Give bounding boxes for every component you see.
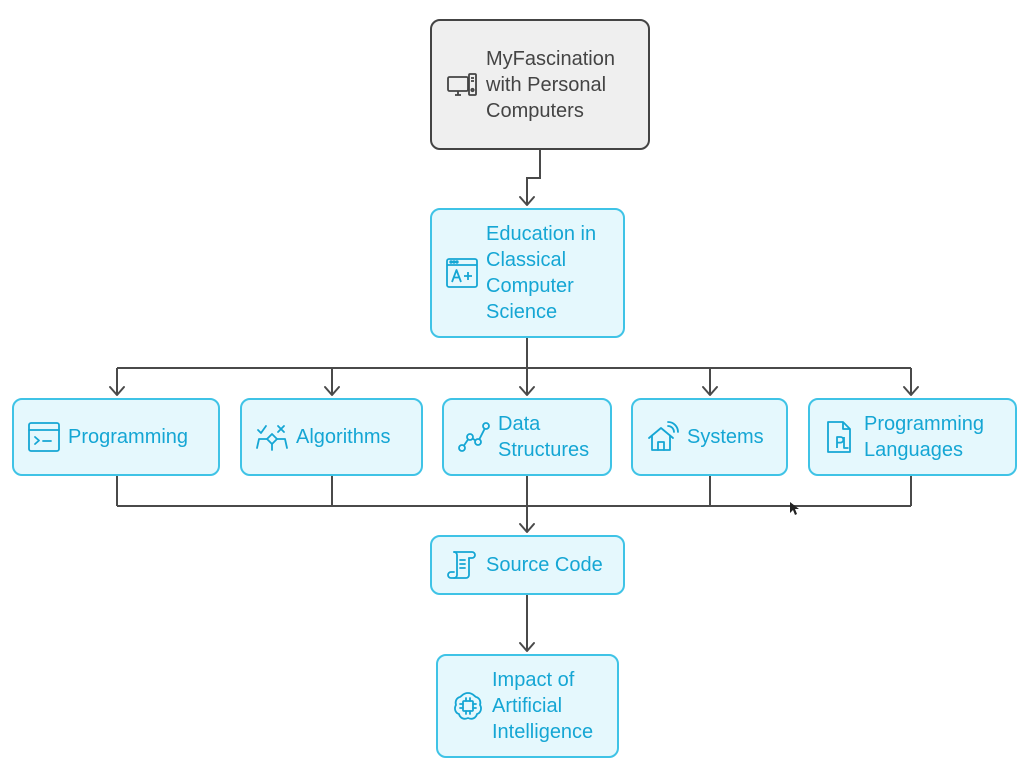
node-education-cs[interactable]: Education in Classical Computer Science bbox=[430, 208, 625, 338]
desktop-computer-icon bbox=[444, 67, 480, 103]
node-data-structures[interactable]: Data Structures bbox=[442, 398, 612, 476]
arrowhead bbox=[702, 386, 718, 396]
scroll-icon bbox=[444, 547, 480, 583]
smart-home-icon bbox=[645, 419, 681, 455]
ai-chip-icon bbox=[450, 688, 486, 724]
node-label: Source Code bbox=[486, 554, 603, 576]
node-programming-languages[interactable]: Programming Languages bbox=[808, 398, 1017, 476]
graph-nodes-icon bbox=[456, 419, 492, 455]
terminal-icon bbox=[26, 419, 62, 455]
arrowhead bbox=[519, 196, 535, 206]
node-ai-impact[interactable]: Impact of Artificial Intelligence bbox=[436, 654, 619, 758]
arrowhead bbox=[324, 386, 340, 396]
edge-root-education bbox=[526, 150, 541, 205]
browser-grade-icon bbox=[444, 255, 480, 291]
node-label: Impact of Artificial Intelligence bbox=[492, 669, 594, 743]
node-source-code[interactable]: Source Code bbox=[430, 535, 625, 595]
algorithm-icon bbox=[254, 419, 290, 455]
arrowhead bbox=[109, 386, 125, 396]
node-algorithms[interactable]: Algorithms bbox=[240, 398, 423, 476]
pl-document-icon bbox=[822, 419, 858, 455]
node-label: MyFascination with Personal Computers bbox=[486, 47, 615, 122]
node-label: Data Structures bbox=[498, 413, 590, 461]
node-label: Education in Classical Computer Science bbox=[486, 223, 597, 323]
node-label: Systems bbox=[687, 426, 764, 448]
node-label: Programming bbox=[68, 426, 189, 448]
node-programming[interactable]: Programming bbox=[12, 398, 220, 476]
edge-education-bus bbox=[116, 338, 912, 395]
node-label: Algorithms bbox=[296, 426, 391, 448]
node-personal-computers[interactable]: MyFascination with Personal Computers bbox=[430, 19, 650, 150]
mouse-cursor-icon bbox=[790, 502, 799, 515]
arrowhead bbox=[519, 642, 535, 652]
edge-children-bus bbox=[116, 476, 912, 532]
node-systems[interactable]: Systems bbox=[631, 398, 788, 476]
node-label: Programming Languages bbox=[864, 413, 985, 461]
arrowhead bbox=[519, 386, 535, 396]
arrowhead bbox=[903, 386, 919, 396]
arrowhead bbox=[519, 523, 535, 533]
